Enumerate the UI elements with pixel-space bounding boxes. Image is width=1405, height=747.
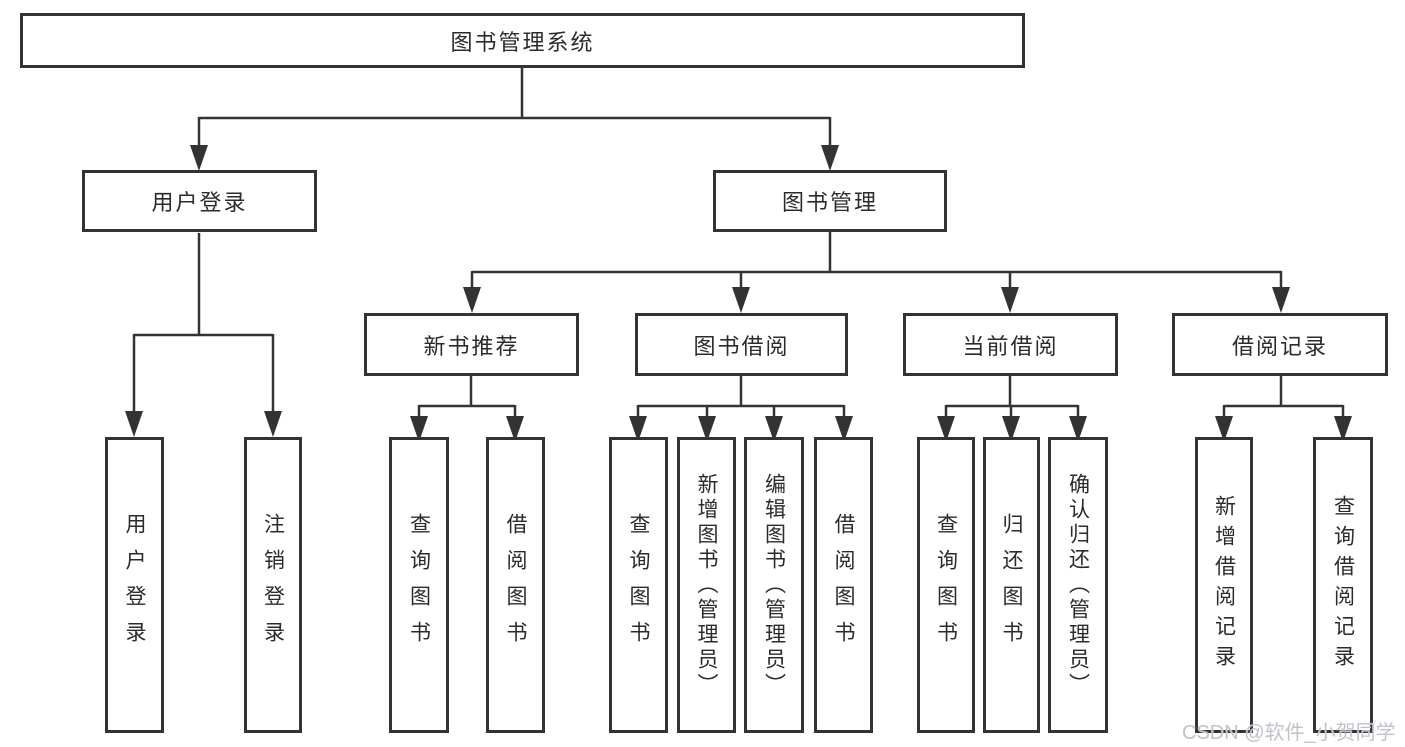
leaf-current-query-book: 查询图书 bbox=[917, 437, 975, 733]
leaf-confirm-return-admin: 确认归还（管理员） bbox=[1048, 437, 1108, 733]
leaf-edit-book-admin-label: 编辑图书（管理员） bbox=[762, 472, 786, 698]
node-borrow-records: 借阅记录 bbox=[1172, 313, 1388, 376]
leaf-borrow-book: 借阅图书 bbox=[814, 437, 873, 733]
node-user-login-label: 用户登录 bbox=[151, 190, 248, 215]
connector-manage bbox=[463, 232, 1290, 313]
leaf-current-query-book-label: 查询图书 bbox=[934, 513, 958, 657]
leaf-recommend-query-book: 查询图书 bbox=[389, 437, 449, 733]
node-book-borrow: 图书借阅 bbox=[635, 313, 848, 376]
node-root-label: 图书管理系统 bbox=[450, 29, 595, 55]
node-new-book-recommend: 新书推荐 bbox=[364, 313, 579, 376]
leaf-query-borrow-record: 查询借阅记录 bbox=[1313, 437, 1373, 733]
node-user-login: 用户登录 bbox=[82, 170, 317, 232]
connector-login bbox=[125, 233, 282, 437]
node-book-manage: 图书管理 bbox=[713, 170, 947, 232]
leaf-user-login: 用户登录 bbox=[105, 437, 164, 733]
leaf-borrow-query-book: 查询图书 bbox=[609, 437, 668, 733]
leaf-recommend-query-book-label: 查询图书 bbox=[407, 513, 431, 657]
leaf-recommend-borrow-book: 借阅图书 bbox=[486, 437, 545, 733]
node-borrow-records-label: 借阅记录 bbox=[1231, 333, 1328, 359]
node-new-book-recommend-label: 新书推荐 bbox=[423, 333, 520, 359]
connector-root bbox=[190, 68, 839, 171]
node-current-borrow-label: 当前借阅 bbox=[962, 333, 1059, 359]
connector-recommend bbox=[410, 376, 524, 442]
leaf-return-book-label: 归还图书 bbox=[1000, 513, 1023, 657]
leaf-confirm-return-admin-label: 确认归还（管理员） bbox=[1066, 472, 1090, 698]
leaf-borrow-book-label: 借阅图书 bbox=[832, 513, 855, 657]
csdn-watermark: CSDN @软件_小贺同学 bbox=[1182, 722, 1396, 744]
leaf-add-book-admin: 新增图书（管理员） bbox=[677, 437, 736, 733]
connector-records bbox=[1215, 376, 1352, 442]
leaf-user-login-label: 用户登录 bbox=[123, 513, 146, 657]
leaf-add-borrow-record-label: 新增借阅记录 bbox=[1212, 495, 1236, 675]
leaf-logout-label: 注销登录 bbox=[261, 513, 285, 657]
leaf-logout: 注销登录 bbox=[244, 437, 302, 733]
leaf-query-borrow-record-label: 查询借阅记录 bbox=[1331, 495, 1355, 675]
node-current-borrow: 当前借阅 bbox=[903, 313, 1118, 376]
connector-borrow bbox=[629, 376, 853, 442]
leaf-borrow-query-book-label: 查询图书 bbox=[627, 513, 650, 657]
leaf-return-book: 归还图书 bbox=[983, 437, 1040, 733]
node-book-borrow-label: 图书借阅 bbox=[693, 333, 790, 359]
connector-current bbox=[937, 376, 1087, 442]
node-book-manage-label: 图书管理 bbox=[781, 190, 878, 215]
leaf-recommend-borrow-book-label: 借阅图书 bbox=[504, 513, 527, 657]
leaf-add-book-admin-label: 新增图书（管理员） bbox=[695, 472, 718, 698]
leaf-add-borrow-record: 新增借阅记录 bbox=[1195, 437, 1253, 733]
node-root: 图书管理系统 bbox=[20, 13, 1025, 68]
leaf-edit-book-admin: 编辑图书（管理员） bbox=[744, 437, 804, 733]
